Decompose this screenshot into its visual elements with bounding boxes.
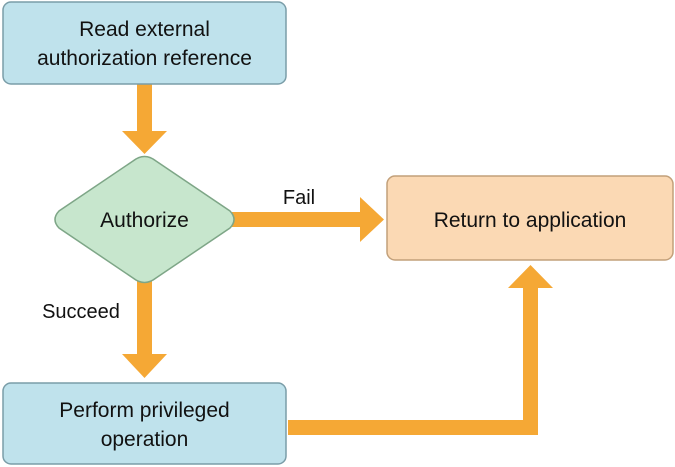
return-label: Return to application bbox=[434, 209, 627, 232]
read-reference-line1: Read external bbox=[79, 18, 210, 41]
succeed-edge-label: Succeed bbox=[42, 301, 120, 323]
process-perform-privileged-operation: Perform privileged operation bbox=[2, 382, 287, 465]
arrow-perform-to-return bbox=[288, 265, 553, 435]
arrow-succeed-to-perform bbox=[122, 280, 167, 378]
decision-authorize: Authorize bbox=[54, 155, 235, 284]
authorize-label: Authorize bbox=[100, 209, 189, 232]
process-read-external-reference: Read external authorization reference bbox=[2, 1, 287, 85]
arrow-read-to-authorize bbox=[122, 83, 167, 154]
fail-edge-label: Fail bbox=[283, 187, 315, 209]
terminal-return-to-application: Return to application bbox=[386, 175, 674, 261]
perform-line2: operation bbox=[101, 428, 189, 451]
read-reference-line2: authorization reference bbox=[37, 47, 252, 70]
arrow-fail-to-return bbox=[232, 197, 384, 242]
perform-line1: Perform privileged bbox=[59, 399, 229, 422]
